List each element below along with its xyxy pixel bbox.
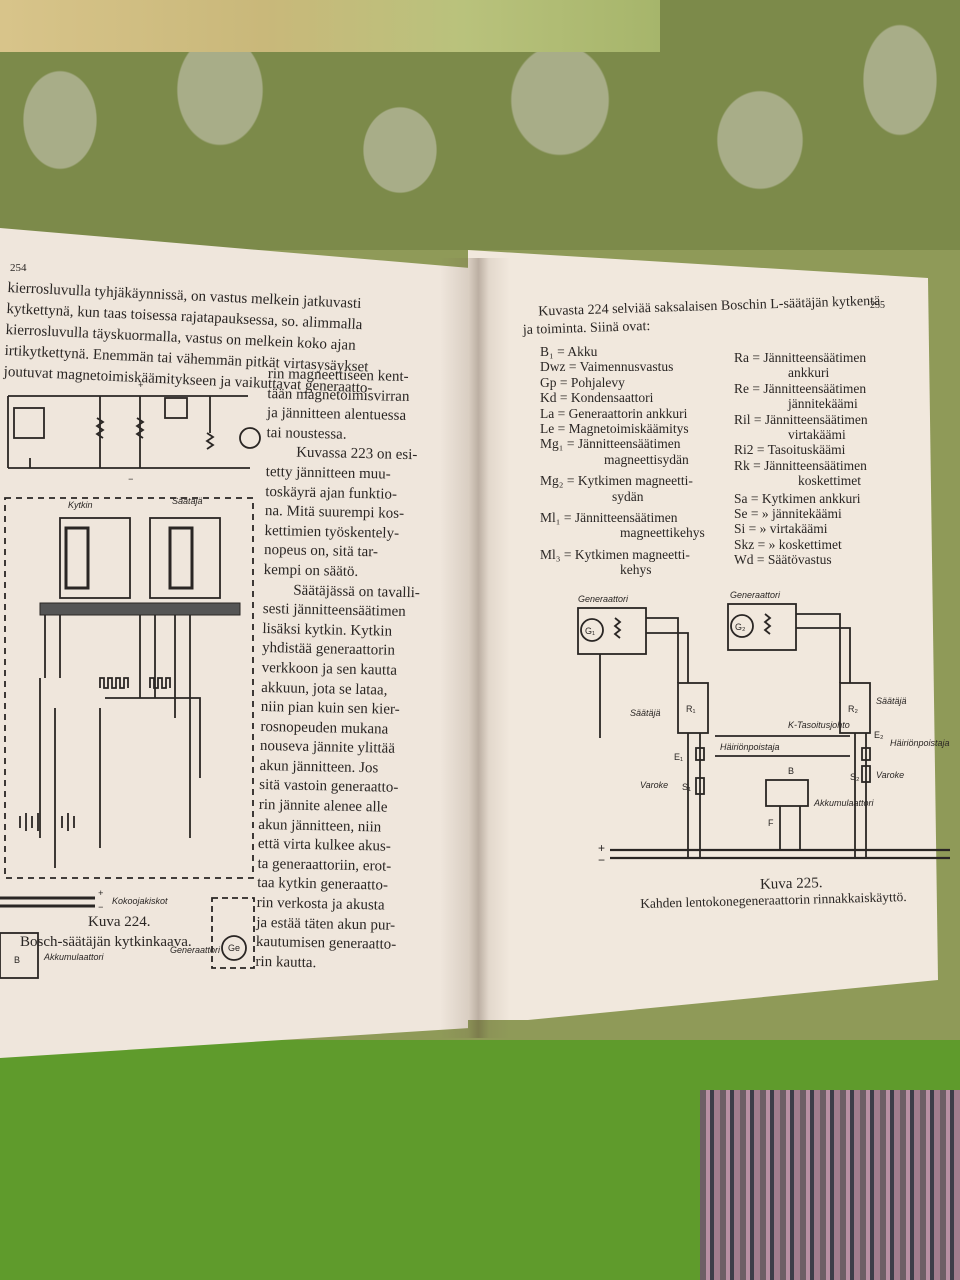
legend-item: Re = Jännitteensäätimen: [734, 380, 867, 396]
legend-item: Mg₁ = Jännitteensäätimen: [540, 436, 681, 452]
diagram-saataja-label: Säätäjä: [172, 496, 203, 506]
right-page-number: 255: [870, 300, 885, 311]
legend-item: Dwz = Vaimennusvastus: [540, 359, 674, 375]
diagram-minus-label: −: [128, 474, 133, 484]
diagram-kokoojakiskot-label: Kokoojakiskot: [112, 896, 168, 906]
diagram-hairionpoistaja2-label: Häiriönpoistaja: [890, 738, 950, 748]
legend-item: Ml₃ = Kytkimen magneetti-: [540, 546, 690, 562]
legend-item: Rk = Jännitteensäätimen: [734, 457, 867, 473]
diagram-varoke2-label: Varoke: [876, 770, 904, 780]
diagram-saataja2-label: Säätäjä: [876, 696, 907, 706]
legend-item: magneettisydän: [604, 451, 689, 467]
text-line: tetty jännitteen muu-: [265, 463, 391, 483]
legend-item: sydän: [612, 488, 644, 504]
diagram-akkumulaattori-label: Akkumulaattori: [43, 952, 105, 962]
diagram-generaattori2-label: Generaattori: [730, 590, 781, 600]
diagram-plus-busbar-label: +: [98, 888, 103, 898]
striped-rug: [700, 1090, 960, 1280]
legend-item: La = Generaattorin ankkuri: [540, 405, 688, 421]
diagram-kytkin-label: Kytkin: [68, 500, 93, 510]
diagram-e1-label: E₁: [674, 752, 683, 762]
open-book: 254 kierrosluvulla tyhjäkäynnissä, on va…: [0, 228, 960, 1068]
parallel-generators-diagram: Generaattori Generaattori G₁ G₂ R₁ R₂ Sä…: [577, 590, 950, 867]
diagram-plus-label: +: [138, 380, 143, 390]
legend-item: Ra = Jännitteensäätimen: [734, 350, 867, 365]
legend-item: jännitekäämi: [788, 396, 858, 412]
legend-item: Ril = Jännitteensäätimen: [734, 411, 868, 427]
diagram-f-label: F: [768, 818, 774, 828]
legend-item: Kd = Kondensaattori: [540, 390, 654, 406]
legend-item: Sa = Kytkimen ankkuri: [734, 490, 861, 506]
legend-item: magneettikehys: [620, 525, 705, 541]
diagram-minus-label-right: −: [598, 853, 605, 867]
legend-item: Skz = » koskettimet: [734, 536, 842, 552]
diagram-generaattori-label: Generaattori: [170, 945, 221, 955]
diagram-b-label: B: [14, 955, 20, 965]
legend-item: Ml₁ = Jännitteensäätimen: [540, 510, 678, 526]
diagram-tasoitusjohto-label: K-Tasoitusjohto: [788, 720, 850, 730]
right-page: [468, 250, 938, 1020]
legend-item: Mg₂ = Kytkimen magneetti-: [540, 473, 693, 489]
diagram-s2-label: S₂: [850, 772, 860, 782]
diagram-varoke1-label: Varoke: [640, 780, 668, 790]
legend-right-column: Ra = Jännitteensäätimen ankkuri Re = Jän…: [734, 350, 868, 568]
text-line: kempi on säätö.: [263, 561, 359, 580]
diagram-akkumulaattori-label-right: Akkumulaattori: [813, 798, 875, 808]
left-column-paragraph: rin magneettiseen kent- tään magnetoimis…: [255, 365, 424, 976]
diagram-b-label-right: B: [788, 766, 794, 776]
legend-item: koskettimet: [798, 473, 861, 489]
legend-item: Ri2 = Tasoituskäämi: [734, 442, 846, 458]
diagram-hairionpoistaja1-label: Häiriönpoistaja: [720, 742, 780, 752]
text-line: rin magneettiseen kent-: [267, 365, 409, 385]
legend-left-column: B₁ = Akku Dwz = Vaimennusvastus Gp = Poh…: [540, 344, 705, 578]
diagram-g1-label: G₁: [585, 626, 595, 636]
diagram-plus-label-right: +: [598, 841, 605, 855]
legend-item: virtakäämi: [788, 427, 846, 443]
legend-item: kehys: [620, 562, 652, 578]
legend-item: Se = » jännitekäämi: [734, 506, 842, 522]
text-line: rin verkosta ja akusta: [256, 894, 385, 914]
left-page-number: 254: [10, 262, 27, 274]
book-gutter: [440, 258, 510, 1038]
legend-item: ankkuri: [788, 365, 830, 381]
legend-item: Wd = Säätövastus: [734, 552, 832, 568]
diagram-r1-label: R₁: [686, 704, 696, 714]
text-line: verkkoon ja sen kautta: [261, 659, 398, 679]
left-figure-caption-title: Kuva 224.: [88, 914, 151, 930]
text-line: tai noustessa.: [266, 424, 347, 443]
diagram-minus-busbar-label: −: [98, 902, 103, 912]
diagram-generaattori1-label: Generaattori: [578, 594, 629, 604]
left-page: [0, 228, 468, 1058]
diagram-e2-label: E₂: [874, 730, 884, 740]
diagram-s1-label: S₁: [682, 782, 691, 792]
text-line: rin kautta.: [255, 953, 317, 971]
diagram-saataja1-label: Säätäjä: [630, 708, 661, 718]
diagram-r2-label: R₂: [848, 704, 858, 714]
diagram-g2-label: G₂: [735, 622, 746, 632]
book-cover-edge: [0, 0, 660, 52]
left-figure-caption-text: Bosch-säätäjän kytkinkaava.: [20, 934, 192, 950]
legend-item: Le = Magnetoimiskäämitys: [540, 421, 689, 437]
legend-item: Si = » virtakäämi: [734, 521, 828, 537]
bosch-regulator-wiring-diagram: + − Kytkin Säätäjä + − Kokoojakiskot: [0, 380, 261, 979]
diagram-ge-label: Ge: [228, 943, 240, 953]
legend-item: Gp = Pohjalevy: [540, 374, 625, 390]
legend-item: B₁ = Akku: [540, 344, 598, 359]
